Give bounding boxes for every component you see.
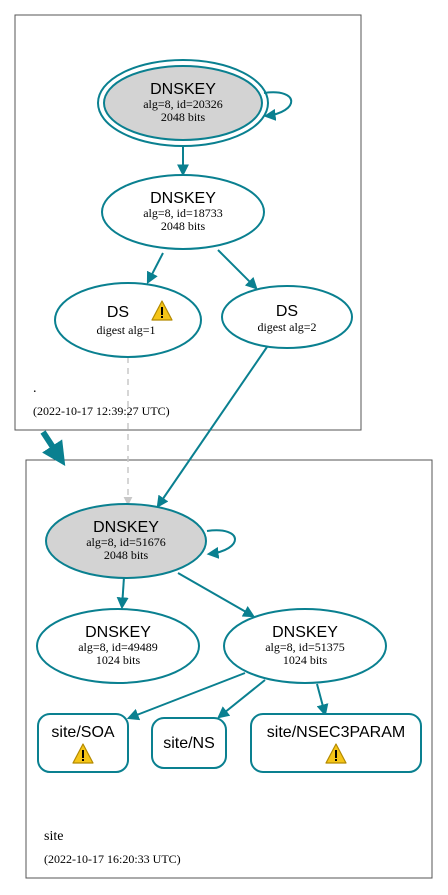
root-ksk-line2: 2048 bits — [161, 110, 206, 124]
site-nsec3param-node: site/NSEC3PARAM — [250, 713, 422, 773]
root-ksk-node: DNSKEY alg=8, id=20326 2048 bits — [97, 59, 269, 147]
root-zsk-line2: 2048 bits — [161, 219, 206, 233]
root-zone-cluster — [14, 14, 362, 431]
site-ns-label: site/NS — [163, 735, 215, 752]
site-zone-name: site — [44, 829, 63, 844]
edge-zsk-to-ds1 — [146, 252, 164, 285]
site-zsk1-line1: alg=8, id=49489 — [78, 640, 158, 654]
root-zsk-node: DNSKEY alg=8, id=18733 2048 bits — [101, 174, 265, 250]
site-zone-cluster — [25, 459, 433, 879]
root-ds1-line1: digest alg=1 — [96, 323, 155, 337]
site-ksk-line1: alg=8, id=51676 — [86, 535, 166, 549]
site-zone-timestamp: (2022-10-17 16:20:33 UTC) — [44, 852, 181, 866]
site-zsk2-line2: 1024 bits — [283, 653, 328, 667]
delegation-edge — [40, 430, 66, 467]
site-ns-node: site/NS — [151, 717, 227, 769]
site-zsk2-title: DNSKEY — [272, 624, 338, 641]
site-nsec3param-label: site/NSEC3PARAM — [267, 724, 405, 741]
site-soa-label: site/SOA — [51, 724, 114, 741]
site-zsk1-node: DNSKEY alg=8, id=49489 1024 bits — [36, 608, 200, 684]
root-ksk-line1: alg=8, id=20326 — [143, 97, 223, 111]
edge-ds2-to-site-ksk — [156, 346, 268, 508]
site-ksk-title: DNSKEY — [93, 519, 159, 536]
root-zone-name: . — [33, 381, 37, 396]
site-soa-node: site/SOA — [37, 713, 129, 773]
edge-site-ksk-self — [206, 529, 236, 559]
root-ds2-line1: digest alg=2 — [257, 320, 316, 334]
site-ksk-node: DNSKEY alg=8, id=51676 2048 bits — [45, 503, 207, 579]
root-zone-timestamp: (2022-10-17 12:39:27 UTC) — [33, 404, 170, 418]
edge-zsk2-to-soa — [126, 672, 246, 721]
root-zsk-line1: alg=8, id=18733 — [143, 206, 223, 220]
warning-icon — [151, 300, 173, 321]
root-zsk-title: DNSKEY — [150, 190, 216, 207]
root-ds1-node: DS digest alg=1 — [54, 282, 202, 358]
site-zsk1-line2: 1024 bits — [96, 653, 141, 667]
root-ds2-title: DS — [276, 303, 298, 320]
edge-ksk-self — [263, 91, 293, 121]
edge-site-ksk-to-zsk2 — [177, 572, 256, 618]
root-ksk-title: DNSKEY — [150, 81, 216, 98]
edge-site-ksk-to-zsk1 — [116, 576, 129, 610]
site-zsk1-title: DNSKEY — [85, 624, 151, 641]
edge-zsk-to-ds2 — [217, 249, 258, 290]
root-ds1-title: DS — [107, 304, 129, 321]
root-ds2-node: DS digest alg=2 — [221, 285, 353, 349]
edge-zsk2-to-nsec3param — [316, 683, 329, 717]
site-zsk2-line1: alg=8, id=51375 — [265, 640, 345, 654]
warning-icon — [72, 743, 94, 764]
site-ksk-line2: 2048 bits — [104, 548, 149, 562]
site-zsk2-node: DNSKEY alg=8, id=51375 1024 bits — [223, 608, 387, 684]
edge-zsk2-to-ns — [217, 679, 266, 719]
warning-icon — [325, 743, 347, 764]
